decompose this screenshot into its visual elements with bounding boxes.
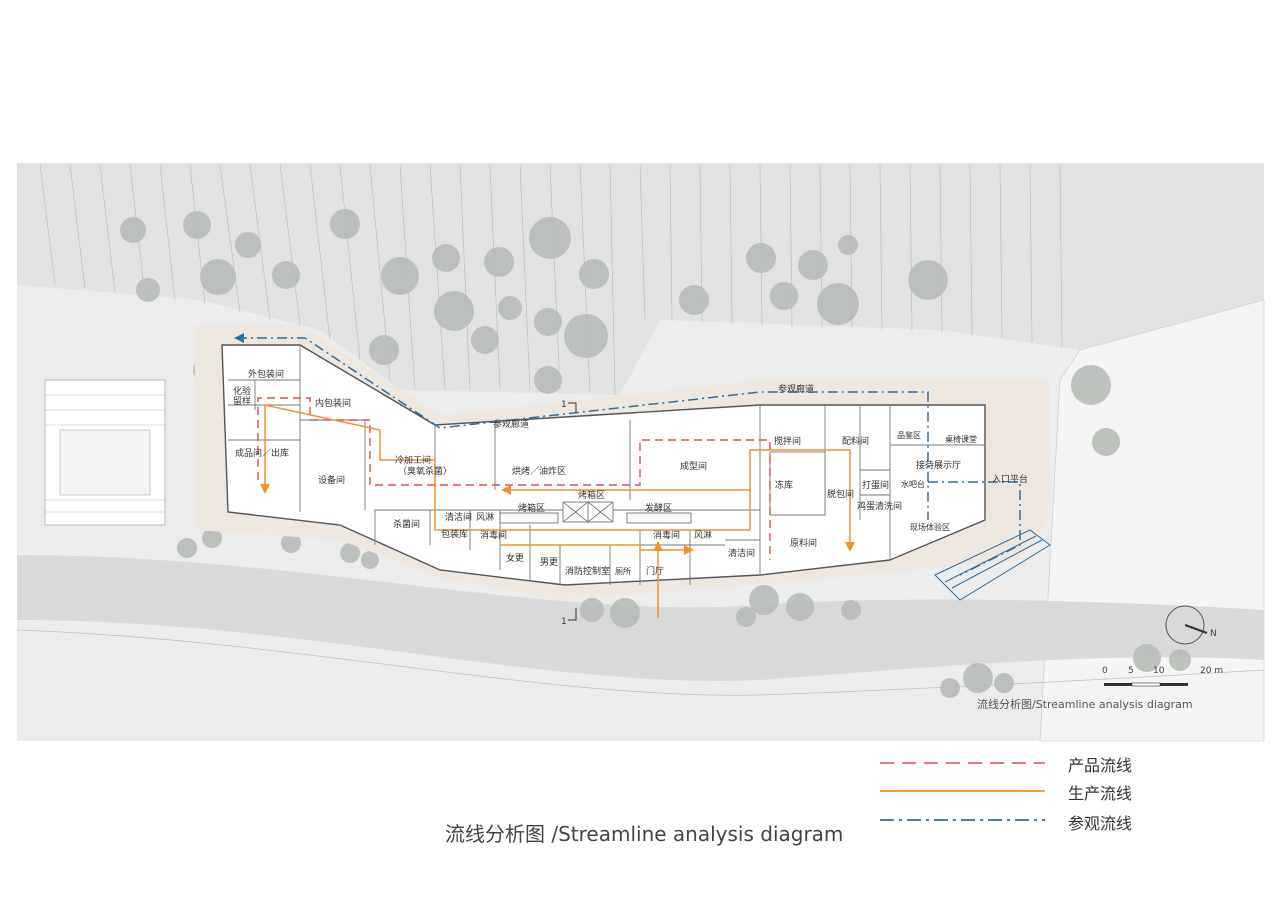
room-fire-control: 消防控制室 — [565, 565, 610, 577]
room-lobby: 门厅 — [646, 565, 664, 577]
room-male: 男更 — [540, 557, 558, 568]
visit-arrow — [234, 333, 244, 343]
room-oven-area: 烤箱区 — [518, 502, 545, 514]
legend-visit-label: 参观流线 — [1068, 814, 1133, 833]
room-reception: 接待展示厅 — [916, 459, 961, 471]
legend-production-label: 生产流线 — [1068, 784, 1133, 803]
room-cold-process-sub: （臭氧杀菌） — [398, 465, 452, 477]
scale-label-0: 0 — [1102, 666, 1108, 676]
scale-label-10: 10 — [1153, 666, 1165, 676]
room-tasting-room: 桌椅课堂 — [945, 434, 977, 444]
label-visit-corridor-1: 参观廊道 — [493, 418, 529, 430]
room-freezer: 冻库 — [775, 479, 793, 491]
section-label-bottom: 1 — [561, 617, 567, 627]
visit-flow-lines — [237, 337, 1021, 576]
oven-equipment — [499, 451, 826, 524]
room-unpack: 脱包间 — [827, 488, 854, 500]
room-sterilize: 杀菌间 — [393, 518, 420, 530]
terrain-right — [1039, 299, 1265, 742]
room-lab-2: 留样 — [233, 395, 251, 407]
room-batching: 配料间 — [842, 435, 869, 447]
neighbor-courtyard — [59, 429, 151, 496]
section-marker-bottom: 1 — [561, 608, 577, 627]
room-inner-pack: 内包装间 — [315, 397, 351, 409]
room-outer-pack: 外包装间 — [248, 368, 284, 380]
map-caption: 流线分析图/Streamline analysis diagram — [977, 697, 1193, 711]
room-clean: 清洁间 — [445, 511, 472, 523]
room-air-shower-2: 风淋 — [694, 529, 712, 541]
room-ferment: 发酵区 — [645, 502, 672, 514]
legend-product-label: 产品流线 — [1068, 756, 1133, 775]
room-experience: 现场体验区 — [910, 522, 950, 532]
hillside — [17, 163, 1264, 395]
room-oven-area-2: 烤箱区 — [578, 489, 605, 501]
product-flow-lines — [257, 397, 771, 560]
room-toilet: 厕所 — [615, 566, 631, 576]
room-equipment: 设备间 — [318, 474, 345, 486]
label-entrance-platform: 入口平台 — [992, 473, 1028, 485]
page-caption: 流线分析图 /Streamline analysis diagram — [445, 822, 844, 846]
scale-label-20: 20 m — [1200, 666, 1223, 676]
scale-bar: 0 5 10 20 m — [1102, 666, 1223, 687]
room-clean-2: 清洁间 — [728, 547, 755, 559]
trees — [120, 209, 1191, 698]
road-edge — [16, 629, 1265, 696]
road — [17, 555, 1264, 681]
room-egg-wash: 鸡蛋清洗间 — [857, 500, 902, 512]
room-raw-material: 原料间 — [790, 537, 817, 549]
room-finished: 成品间／出库 — [235, 447, 289, 459]
production-flow-lines — [264, 404, 851, 618]
interior-walls — [228, 345, 985, 585]
north-label: N — [1210, 629, 1217, 639]
room-female: 女更 — [506, 552, 524, 564]
room-egg-break: 打蛋间 — [862, 479, 889, 491]
north-arrow: N — [1165, 605, 1217, 645]
room-water-bar: 水吧台 — [901, 479, 925, 489]
room-forming: 成型间 — [680, 460, 707, 472]
production-arrows — [260, 484, 855, 555]
room-tasting: 品鉴区 — [897, 430, 921, 440]
room-disinfect-1: 消毒间 — [480, 529, 507, 541]
room-baking: 烘烤／油炸区 — [512, 465, 566, 477]
room-cold-process: 冷加工间 — [395, 454, 431, 466]
room-disinfect-2: 消毒间 — [653, 529, 680, 541]
neighbor-roof-grid — [45, 394, 165, 513]
room-packing: 包装库 — [441, 528, 468, 540]
label-visit-corridor-2: 参观廊道 — [778, 383, 814, 395]
section-label-top: 1 — [561, 400, 567, 410]
scale-label-5: 5 — [1128, 666, 1134, 676]
room-air-shower: 风淋 — [476, 511, 494, 523]
room-mixing: 搅拌间 — [774, 435, 801, 447]
section-marker-top: 1 — [561, 400, 577, 412]
room-lab: 化验 — [233, 385, 251, 397]
